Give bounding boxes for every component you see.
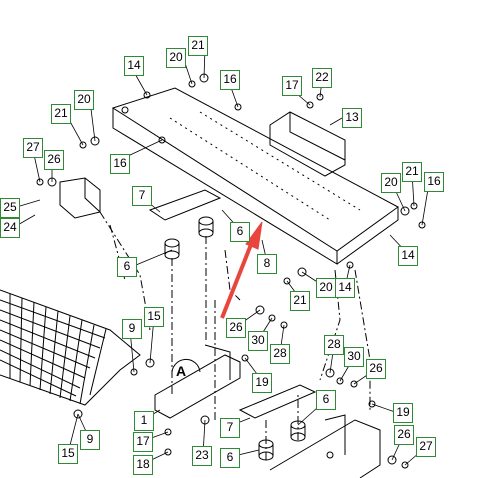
callout-1: 1 <box>134 411 154 431</box>
callout-16-top: 16 <box>220 70 240 90</box>
callout-27-lower: 27 <box>416 437 436 457</box>
callout-21-top: 21 <box>188 36 208 56</box>
callout-9-upper: 9 <box>122 319 142 339</box>
callout-28-right: 28 <box>324 335 344 355</box>
callout-6-lower-left: 6 <box>220 448 240 468</box>
callout-6-upper-left: 6 <box>117 257 137 277</box>
grating-step <box>0 289 141 406</box>
bracket-25 <box>59 177 101 219</box>
callout-19-right: 19 <box>393 403 413 423</box>
mount-bracket-lower-upright <box>324 414 346 455</box>
callout-6-upper-right: 6 <box>230 222 250 242</box>
callout-25: 25 <box>0 198 20 218</box>
top-plate-front-edge <box>112 108 338 265</box>
view-a-circle <box>171 358 201 376</box>
callout-7-upper: 7 <box>132 186 152 206</box>
callout-22: 22 <box>312 68 332 88</box>
callout-19-mid: 19 <box>252 373 272 393</box>
callout-18: 18 <box>133 455 153 475</box>
view-a-label: A <box>176 363 187 379</box>
mount-bracket-lower <box>269 419 381 478</box>
callout-14-mid: 14 <box>335 278 355 298</box>
callout-30-mid: 30 <box>248 331 268 351</box>
callout-15-upper: 15 <box>144 307 164 327</box>
callout-26-left: 26 <box>44 150 64 170</box>
callout-9-lower: 9 <box>80 430 100 450</box>
callout-30-right: 30 <box>344 347 364 367</box>
callout-13: 13 <box>342 108 362 128</box>
callout-20-mid: 20 <box>316 278 336 298</box>
callout-17-lower: 17 <box>133 432 153 452</box>
callout-14-top-left: 14 <box>124 56 144 76</box>
perforation-row <box>169 117 331 221</box>
callout-8: 8 <box>257 254 277 274</box>
callout-6-lower-right: 6 <box>316 390 336 410</box>
perforation-row-2 <box>199 111 361 211</box>
callout-27-left: 27 <box>23 138 43 158</box>
bracket-13 <box>269 111 346 177</box>
callout-7-lower: 7 <box>220 418 240 438</box>
callout-21-left: 21 <box>51 104 71 124</box>
bracket-25-fold <box>84 178 101 213</box>
mount-bar-upper <box>148 189 222 221</box>
mount-bar-1-upright <box>204 344 231 380</box>
callout-28-mid: 28 <box>270 344 290 364</box>
callout-20-top: 20 <box>166 48 186 68</box>
callout-26-lower: 26 <box>394 425 414 445</box>
callout-14-right: 14 <box>398 246 418 266</box>
bracket-13-fold <box>289 112 346 161</box>
mount-bar-1 <box>154 354 241 419</box>
callout-16-mid: 16 <box>110 154 130 174</box>
callout-26-right: 26 <box>366 359 386 379</box>
callout-16-right: 16 <box>424 172 444 192</box>
callout-24: 24 <box>0 218 20 238</box>
top-plate-side-edge <box>336 207 399 265</box>
callout-20-right: 20 <box>381 173 401 193</box>
hardware <box>36 73 426 469</box>
callout-20-left: 20 <box>74 90 94 110</box>
callout-23: 23 <box>192 446 212 466</box>
callout-26-mid: 26 <box>226 318 246 338</box>
callout-17-top: 17 <box>282 76 302 96</box>
callout-15-lower: 15 <box>58 444 78 464</box>
callout-21-mid: 21 <box>290 291 310 311</box>
mount-bar-7 <box>238 384 317 419</box>
red-arrow-indicator <box>220 221 263 319</box>
callout-21-right: 21 <box>402 162 422 182</box>
